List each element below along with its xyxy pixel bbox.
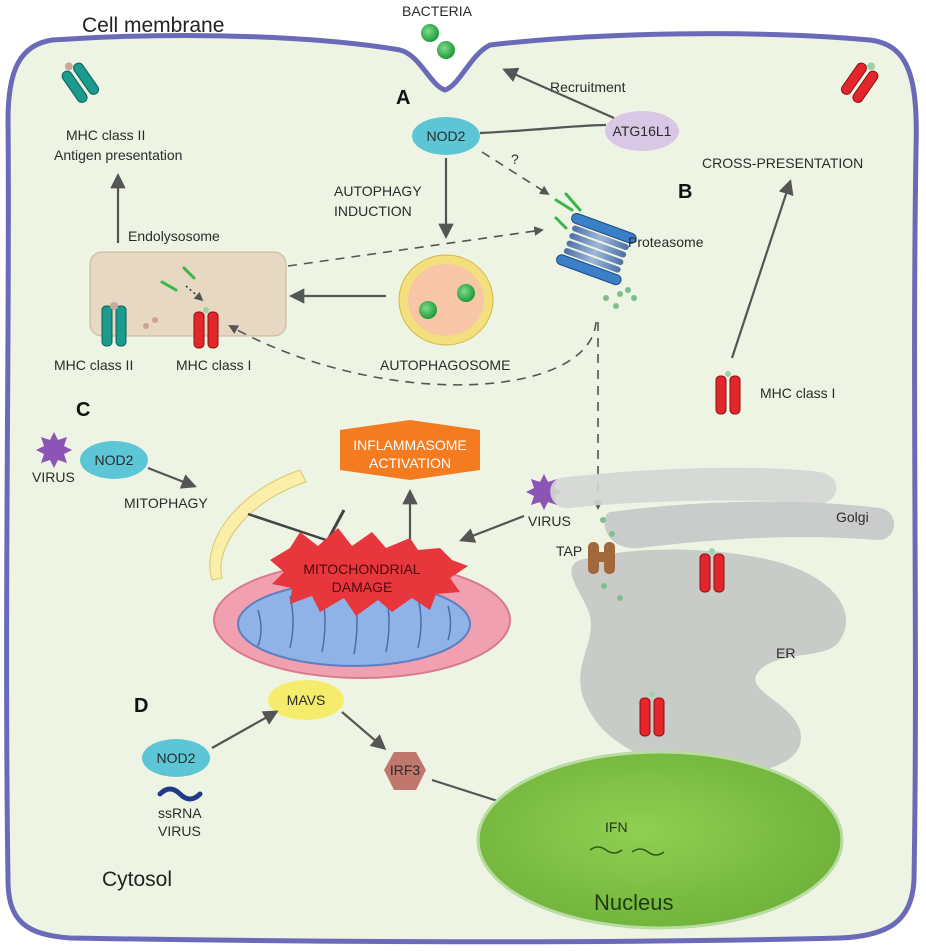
mhc1-bottom-label: MHC class I <box>176 357 251 373</box>
nod2-c-node <box>80 441 148 479</box>
ssrna-label-2: VIRUS <box>158 823 201 839</box>
nod2-a-node <box>412 117 480 155</box>
nod2-proteasome-dashed-arrow <box>481 151 550 196</box>
inflammasome-label-2: ACTIVATION <box>369 455 451 471</box>
mhc-class-ii-icon <box>101 302 127 347</box>
mhc-class-i-icon <box>840 62 879 103</box>
mhc-class-ii-icon <box>61 62 100 103</box>
section-b-label: B <box>678 181 692 203</box>
nod2-d-label: NOD2 <box>157 750 196 766</box>
irf3-label: IRF3 <box>390 762 421 778</box>
mhc1-right-label: MHC class I <box>760 385 835 401</box>
autophagy-label-2: INDUCTION <box>334 203 412 219</box>
phagophore-arc <box>209 469 307 581</box>
mhc-class-i-icon <box>699 548 725 593</box>
mitophagy-label: MITOPHAGY <box>124 495 208 511</box>
autophagosome-label: AUTOPHAGOSOME <box>380 357 510 373</box>
mitochondrial-damage-burst <box>270 528 468 616</box>
mhc2-top-label-1: MHC class II <box>66 127 145 143</box>
autophagy-label-1: AUTOPHAGY <box>334 183 422 199</box>
peptide-fragments-icon <box>160 266 196 292</box>
tap-label: TAP <box>556 543 582 559</box>
cell-membrane-label: Cell membrane <box>82 14 224 37</box>
bacteria-label: BACTERIA <box>402 3 473 19</box>
mavs-node <box>268 680 344 720</box>
proteasome-label: Proteasome <box>628 234 704 250</box>
mhc2-bottom-label: MHC class II <box>54 357 133 373</box>
cross-presentation-arrow <box>730 179 794 359</box>
nod2-mitophagy-arrow <box>147 466 197 489</box>
irf3-node <box>384 752 426 790</box>
mito-damage-label-1: MITOCHONDRIAL <box>303 561 420 577</box>
nod2-atg16l1-link <box>479 123 607 135</box>
endolysosome-box <box>89 251 287 337</box>
autophagosome <box>398 254 494 346</box>
tap-icon <box>588 517 623 601</box>
mavs-irf3-arrow <box>341 711 387 751</box>
ifn-gene-icon <box>589 846 665 856</box>
virus-damage-arrow <box>459 514 525 543</box>
recruitment-arrow <box>502 67 615 120</box>
recruitment-label: Recruitment <box>550 79 626 95</box>
mito-damage-label-2: DAMAGE <box>332 579 393 595</box>
mhc-class-i-icon <box>715 371 741 415</box>
inflammasome-label-1: INFLAMMASOME <box>353 437 467 453</box>
nucleus-label: Nucleus <box>594 890 673 915</box>
golgi-label: Golgi <box>836 509 869 525</box>
ssrna-label-1: ssRNA <box>158 805 202 821</box>
mhc2-top-label-2: Antigen presentation <box>54 147 182 163</box>
atg16l1-node <box>605 111 679 151</box>
nucleus <box>476 750 844 930</box>
nod2-c-label: NOD2 <box>95 452 134 468</box>
ifn-label: IFN <box>605 819 628 835</box>
cross-presentation-label: CROSS-PRESENTATION <box>702 155 863 171</box>
nod2-d-node <box>142 739 210 777</box>
mitophagy-inhibition-line <box>247 512 327 542</box>
bacteria-icon <box>421 24 455 59</box>
mavs-label: MAVS <box>287 692 326 708</box>
virus-c-label: VIRUS <box>32 469 75 485</box>
endolysosome-label: Endolysosome <box>128 228 220 244</box>
er-label: ER <box>776 645 795 661</box>
virus-icon <box>36 432 72 468</box>
ssrna-icon <box>157 786 203 802</box>
question-label: ? <box>511 151 519 167</box>
mhc-class-i-icon <box>193 307 219 349</box>
mhc-class-i-icon <box>639 691 665 737</box>
proteasome-icon <box>554 192 637 309</box>
endolysosome-proteasome-dashed-arrow <box>287 226 544 267</box>
nod2-a-label: NOD2 <box>427 128 466 144</box>
virus-mid-label: VIRUS <box>528 513 571 529</box>
inflammasome-node <box>340 420 480 480</box>
cytosol-label: Cytosol <box>102 868 172 891</box>
section-d-label: D <box>134 695 148 717</box>
section-c-label: C <box>76 399 90 421</box>
section-a-label: A <box>396 87 410 109</box>
atg16l1-label: ATG16L1 <box>613 123 672 139</box>
nod2-mavs-arrow <box>211 710 279 749</box>
